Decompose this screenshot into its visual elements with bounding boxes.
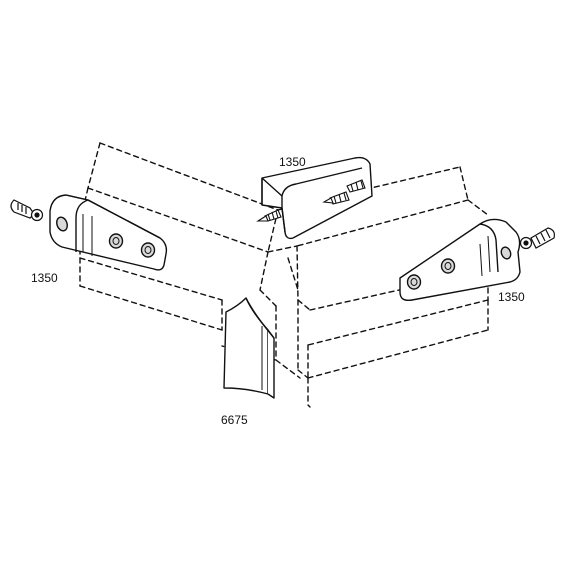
filler-piece-part-number: 6675 bbox=[221, 413, 248, 427]
left-bracket bbox=[49, 194, 168, 271]
top-bracket-screws bbox=[256, 179, 366, 222]
right-bracket-screw bbox=[519, 227, 555, 250]
top-bracket-part-number: 1350 bbox=[279, 155, 306, 169]
right-bracket bbox=[399, 218, 521, 302]
left-bracket-part-number: 1350 bbox=[31, 271, 58, 285]
right-bracket-part-number: 1350 bbox=[498, 290, 525, 304]
top-bracket bbox=[261, 156, 373, 240]
left-bracket-screw bbox=[10, 199, 44, 222]
filler-piece bbox=[223, 297, 275, 399]
